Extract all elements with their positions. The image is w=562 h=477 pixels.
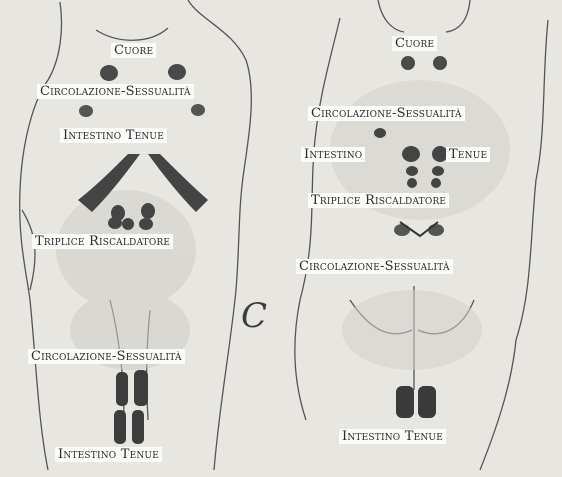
label-front-small-intestine-upper: Intestino Tenue bbox=[60, 128, 167, 143]
label-back-circulation-upper: Circolazione-Sessualità bbox=[308, 106, 465, 121]
label-front-triple-heater: Triplice Riscaldatore bbox=[32, 234, 173, 249]
label-back-triple-heater: Triplice Riscaldatore bbox=[308, 193, 449, 208]
label-back-intestine-left: Intestino bbox=[301, 147, 365, 162]
label-back-heart: Cuore bbox=[392, 36, 437, 51]
label-back-small-intestine: Intestino Tenue bbox=[339, 429, 446, 444]
label-front-heart: Cuore bbox=[111, 43, 156, 58]
label-front-circulation-upper: Circolazione-Sessualità bbox=[37, 84, 194, 99]
label-front-circulation-lower: Circolazione-Sessualità bbox=[28, 349, 185, 364]
front-shading bbox=[56, 190, 196, 370]
label-front-small-intestine-lower: Intestino Tenue bbox=[55, 447, 162, 462]
label-back-circulation-lower: Circolazione-Sessualità bbox=[296, 259, 453, 274]
panel-letter: C bbox=[241, 296, 267, 336]
label-back-intestine-right: Tenue bbox=[446, 147, 490, 162]
